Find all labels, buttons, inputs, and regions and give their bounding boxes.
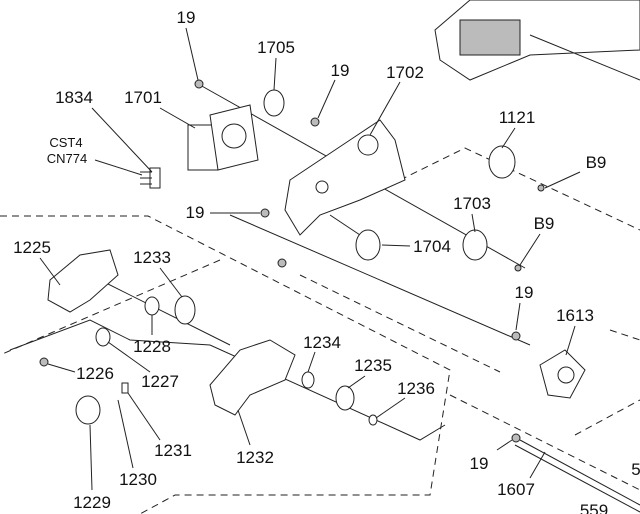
- gear-1121: [488, 145, 516, 179]
- label-1236: 1236: [397, 379, 435, 398]
- label-19: 19: [186, 203, 205, 222]
- holder-1232: [209, 339, 296, 416]
- label-1703: 1703: [453, 194, 491, 213]
- label-1607: 1607: [497, 480, 535, 499]
- label-19: 19: [177, 8, 196, 27]
- assembly-lines: [9, 84, 640, 513]
- label-cn774: CN774: [47, 151, 87, 166]
- frame-part: [434, 0, 640, 81]
- roller-1704: [355, 229, 381, 261]
- label-1232: 1232: [236, 448, 274, 467]
- ring-1236: [368, 414, 378, 426]
- gear-1705: [263, 89, 285, 117]
- label-19: 19: [470, 454, 489, 473]
- label-1230: 1230: [119, 470, 157, 489]
- label-1233: 1233: [133, 248, 171, 267]
- label-1225: 1225: [13, 238, 51, 257]
- assembly-boundaries: [0, 147, 640, 514]
- solenoid-1229: [75, 395, 101, 425]
- connector-1834: [140, 167, 161, 189]
- label-1613: 1613: [556, 306, 594, 325]
- label-1231: 1231: [154, 441, 192, 460]
- gear-1233: [174, 295, 196, 325]
- screws: [39, 79, 545, 443]
- label-1834: 1834: [55, 88, 93, 107]
- label-b9: B9: [586, 153, 607, 172]
- bracket-1702: [284, 119, 406, 236]
- label-1121: 1121: [499, 108, 536, 127]
- bushing-1228: [144, 296, 160, 316]
- bushing-1227: [95, 327, 111, 347]
- pin-1231: [121, 382, 129, 394]
- pulley-1703: [462, 229, 488, 261]
- label-1704: 1704: [413, 237, 451, 256]
- label-1228: 1228: [133, 337, 171, 356]
- label-1702: 1702: [386, 63, 424, 82]
- sensor-holder-1225: [47, 249, 119, 313]
- spring-1234: [301, 371, 315, 389]
- label-1234: 1234: [303, 333, 341, 352]
- label-1235: 1235: [354, 356, 392, 375]
- label-19: 19: [331, 61, 350, 80]
- label-1705: 1705: [257, 38, 295, 57]
- label-1226: 1226: [76, 364, 114, 383]
- leader-lines: [39, 27, 581, 491]
- label-1227: 1227: [141, 372, 179, 391]
- gear-1235: [335, 385, 355, 411]
- label-1229: 1229: [73, 493, 111, 512]
- label-5-partial: 5: [631, 460, 640, 479]
- label-19: 19: [515, 283, 534, 302]
- part-labels: 19 1705 19 1702 1834 1701 CST4 CN774 112…: [13, 8, 640, 514]
- motor-1701: [187, 104, 259, 171]
- label-cst4: CST4: [49, 135, 82, 150]
- label-b9: B9: [534, 214, 555, 233]
- label-1701: 1701: [124, 88, 162, 107]
- label-559: 559: [580, 501, 608, 514]
